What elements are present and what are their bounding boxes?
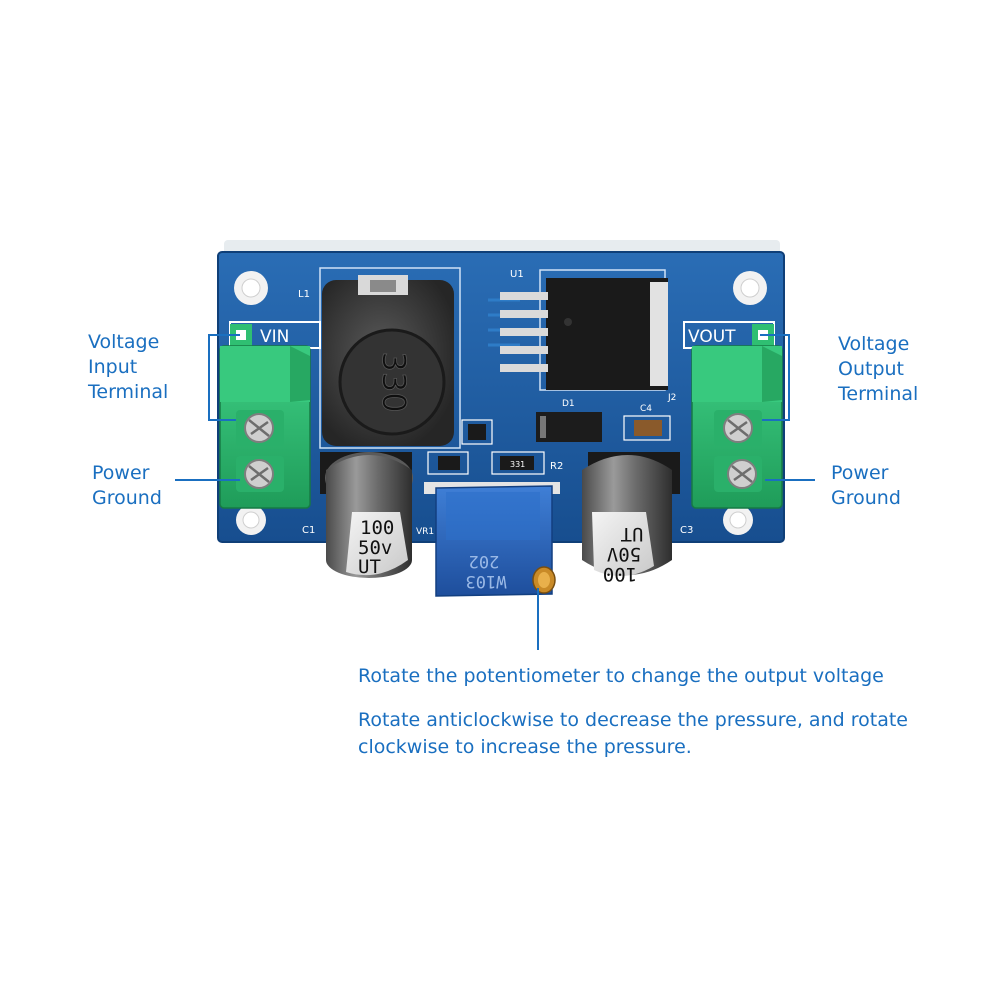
cap-c1-line-3: UT — [358, 556, 381, 578]
terminal-vout[interactable] — [691, 345, 783, 509]
callout-lines — [175, 334, 815, 650]
smd-part-left — [461, 419, 493, 445]
j2-ref: J2 — [667, 393, 676, 403]
r2-ref: R2 — [550, 461, 563, 472]
cap-c1-line-1: 100 — [360, 517, 394, 539]
mounting-hole-top-left — [234, 271, 268, 305]
vout-terminal-callout: Voltage Output Terminal — [838, 332, 918, 407]
c4-ref: C4 — [640, 404, 652, 414]
vout-ground-callout: Power Ground — [831, 461, 901, 511]
inductor-ref: L1 — [298, 289, 310, 300]
mounting-hole-bottom-left — [236, 505, 266, 535]
resistor-r2 — [491, 451, 545, 475]
pot-note-text: Rotate the potentiometer to change the o… — [358, 665, 884, 687]
c3-ref: C3 — [680, 525, 693, 536]
leader-vout-terminal — [760, 334, 790, 421]
pot-marking-bottom: W103 — [466, 571, 507, 591]
vin-ground-callout: Power Ground — [92, 461, 162, 511]
inductor-marking: 330 — [375, 351, 413, 412]
vin-label: VIN — [260, 327, 289, 347]
pot-ref: VR1 — [416, 527, 434, 537]
direction-note: Rotate anticlockwise to decrease the pre… — [358, 707, 908, 761]
capacitor-c1 — [320, 452, 413, 578]
vout-label: VOUT — [688, 327, 736, 347]
vin-terminal-callout: Voltage Input Terminal — [88, 330, 168, 405]
c1-ref: C1 — [302, 525, 315, 536]
terminal-vin[interactable] — [219, 345, 311, 509]
direction-note-line-2: clockwise to increase the pressure. — [358, 736, 692, 758]
potentiometer[interactable] — [424, 482, 560, 597]
diode-ref: D1 — [562, 399, 575, 409]
pot-note: Rotate the potentiometer to change the o… — [358, 663, 884, 690]
cap-c3-line-1: UT — [621, 523, 644, 545]
capacitor-c4 — [623, 415, 671, 441]
regulator-ref: U1 — [510, 269, 524, 280]
inductor — [322, 275, 454, 446]
diode-d1 — [536, 412, 602, 442]
vin-ground-line-2: Ground — [92, 487, 162, 509]
mounting-hole-bottom-right — [723, 505, 753, 535]
vout-terminal-line-3: Terminal — [838, 383, 919, 405]
vin-ground-line-1: Power — [92, 462, 150, 484]
capacitor-c3 — [582, 452, 680, 577]
cap-c3-line-2: 50V — [607, 543, 641, 565]
resistor-marking: 331 — [510, 460, 525, 469]
direction-note-line-1: Rotate anticlockwise to decrease the pre… — [358, 709, 908, 731]
cap-c1-line-2: 50v — [358, 537, 392, 559]
cap-c3-line-3: 100 — [603, 563, 637, 585]
regulator-u1 — [500, 278, 668, 390]
vout-terminal-line-1: Voltage — [838, 333, 910, 355]
mounting-hole-top-right — [733, 271, 767, 305]
pot-marking-top: 202 — [469, 551, 500, 571]
vin-terminal-line-3: Terminal — [88, 381, 169, 403]
smd-part-middle — [427, 451, 469, 475]
vin-terminal-line-1: Voltage — [88, 331, 160, 353]
vout-terminal-line-2: Output — [838, 358, 904, 380]
vout-ground-line-1: Power — [831, 462, 889, 484]
leader-vin-terminal — [208, 334, 240, 421]
pot-adjust-screw-icon[interactable] — [532, 566, 556, 594]
vout-ground-line-2: Ground — [831, 487, 901, 509]
vin-terminal-line-2: Input — [88, 356, 138, 378]
